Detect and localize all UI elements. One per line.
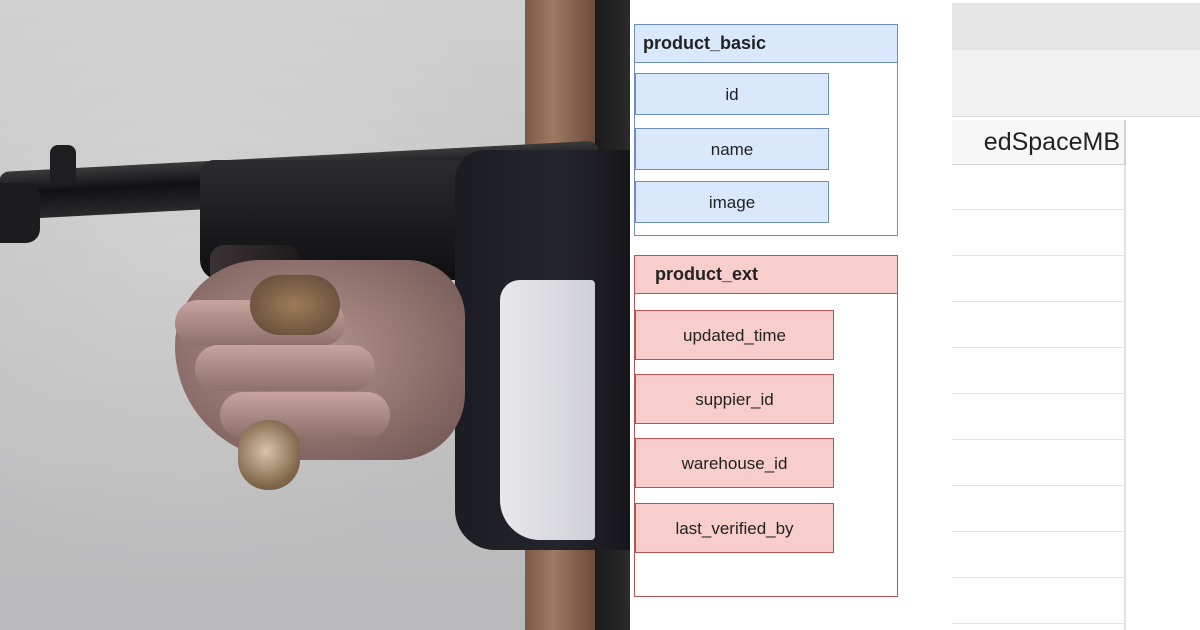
thumb: [250, 275, 340, 335]
row-divider: [952, 255, 1126, 256]
finger: [195, 345, 375, 391]
toolbar: [952, 50, 1200, 117]
table-product-ext[interactable]: product_ext updated_time suppier_id ware…: [634, 255, 898, 597]
row-divider: [952, 393, 1126, 394]
row-divider: [952, 485, 1126, 486]
field-last-verified-by[interactable]: last_verified_by: [635, 503, 834, 553]
row-divider: [952, 301, 1126, 302]
photo-hand-holding-gun: [0, 0, 630, 630]
row-divider: [952, 623, 1126, 624]
cell-grid[interactable]: [952, 165, 1126, 630]
table-title: product_ext: [635, 256, 897, 294]
table-product-basic[interactable]: product_basic id name image: [634, 24, 898, 236]
row-divider: [952, 347, 1126, 348]
row-divider: [952, 439, 1126, 440]
shirt-cuff: [500, 280, 595, 540]
table-title: product_basic: [635, 25, 897, 63]
gun-front-sight: [50, 145, 76, 185]
field-warehouse-id[interactable]: warehouse_id: [635, 438, 834, 488]
field-id[interactable]: id: [635, 73, 829, 115]
row-divider: [952, 209, 1126, 210]
row-divider: [952, 531, 1126, 532]
ring: [238, 420, 300, 490]
field-name[interactable]: name: [635, 128, 829, 170]
er-diagram: product_basic id name image product_ext …: [630, 0, 952, 630]
field-suppier-id[interactable]: suppier_id: [635, 374, 834, 424]
field-image[interactable]: image: [635, 181, 829, 223]
column-header[interactable]: edSpaceMB: [952, 120, 1126, 165]
spreadsheet-fragment: edSpaceMB: [952, 0, 1200, 630]
title-bar: [952, 3, 1200, 50]
field-updated-time[interactable]: updated_time: [635, 310, 834, 360]
row-divider: [952, 577, 1126, 578]
gun-barrel-tip: [0, 183, 40, 243]
